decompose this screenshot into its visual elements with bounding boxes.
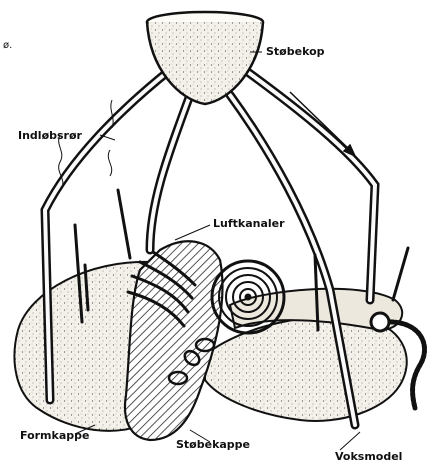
label-stobekop: Støbekop bbox=[266, 46, 325, 58]
corner-fragment: ø. bbox=[3, 40, 12, 52]
label-formkappe: Formkappe bbox=[20, 430, 89, 442]
flow-arrow bbox=[290, 92, 355, 156]
stobekappe-section bbox=[125, 241, 222, 440]
label-voksmodel: Voksmodel bbox=[335, 451, 402, 463]
pouring-cup bbox=[147, 12, 263, 104]
label-stobekappe: Støbekappe bbox=[176, 439, 250, 451]
label-luftkanaler: Luftkanaler bbox=[213, 218, 285, 230]
label-indlobsror: Indløbsrør bbox=[18, 130, 82, 142]
